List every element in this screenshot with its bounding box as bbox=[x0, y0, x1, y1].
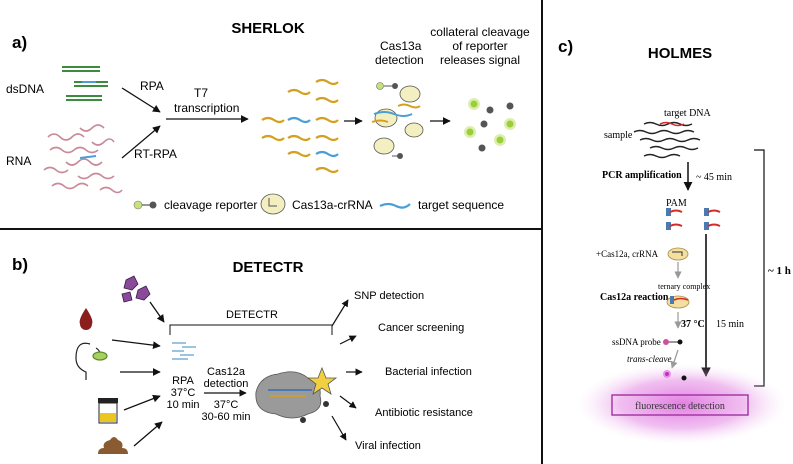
ternary-label: ternary complex bbox=[658, 282, 710, 291]
stool-icon bbox=[98, 437, 128, 454]
cas13a-complexes bbox=[371, 82, 424, 159]
collateral-label-3: releases signal bbox=[440, 53, 520, 67]
output-cancer: Cancer screening bbox=[378, 322, 464, 334]
cas12a-complex bbox=[255, 371, 322, 419]
rna-squiggles bbox=[43, 124, 123, 194]
fluorescence-glow bbox=[578, 364, 786, 444]
blood-drop-icon bbox=[79, 308, 93, 330]
cas13a-label-2: detection bbox=[375, 53, 424, 67]
cleaved-probe-icon bbox=[663, 370, 687, 381]
total-time-label: ~ 1 h bbox=[768, 265, 791, 277]
rna-label: RNA bbox=[6, 154, 31, 168]
pcr-label: PCR amplification bbox=[602, 170, 682, 181]
cas12a-b-4: 30-60 min bbox=[202, 411, 251, 423]
arrow-dsdna bbox=[121, 87, 161, 113]
fluorescence-box bbox=[611, 394, 749, 416]
panel-a-title: SHERLOK bbox=[231, 20, 305, 37]
transcribed-rna-pool bbox=[261, 78, 339, 174]
legend-target-icon bbox=[379, 202, 411, 209]
t7-label-1: T7 bbox=[194, 86, 208, 100]
pcr-time: ~ 45 min bbox=[696, 172, 732, 183]
quencher-dot-1 bbox=[323, 401, 329, 407]
temp-label: 37 °C bbox=[681, 319, 705, 330]
output-viral: Viral infection bbox=[355, 440, 421, 452]
sample-dna-strands bbox=[633, 121, 701, 159]
legend-crrna: Cas13a-crRNA bbox=[292, 198, 373, 212]
rpa-label: RPA bbox=[140, 79, 164, 93]
target-dna-label: target DNA bbox=[664, 108, 712, 119]
total-time-bracket bbox=[754, 149, 765, 387]
panel-b-title: DETECTR bbox=[233, 259, 304, 276]
quencher-dot-2 bbox=[300, 417, 306, 423]
legend-reporter-icon bbox=[133, 200, 157, 210]
cas12a-crrna-label: +Cas12a, crRNA bbox=[596, 249, 659, 259]
ternary-complex-icon bbox=[666, 295, 690, 309]
rpa-amplicons bbox=[172, 342, 196, 360]
sample-arrows bbox=[111, 301, 165, 447]
sample-label: sample bbox=[604, 130, 633, 141]
output-antibiotic: Antibiotic resistance bbox=[375, 407, 473, 419]
rpa-b-1: RPA bbox=[172, 375, 194, 387]
legend-reporter: cleavage reporter bbox=[164, 198, 257, 212]
panel-c-title: HOLMES bbox=[648, 45, 712, 62]
throat-swab-icon bbox=[75, 342, 108, 380]
cas12a-b-2: detection bbox=[204, 378, 249, 390]
rt-rpa-label: RT-RPA bbox=[134, 147, 177, 161]
cas12a-b-1: Cas12a bbox=[207, 366, 246, 378]
panel-c-label: c) bbox=[558, 37, 573, 56]
cas12a-reaction-label: Cas12a reaction bbox=[600, 292, 669, 303]
ssdna-label: ssDNA probe bbox=[612, 337, 661, 347]
panel-b-label: b) bbox=[12, 255, 28, 274]
detectr-bracket bbox=[169, 324, 333, 335]
released-signal bbox=[464, 98, 516, 152]
detectr-bracket-label: DETECTR bbox=[226, 309, 278, 321]
pam-amplicons bbox=[666, 208, 721, 230]
rpa-b-3: 10 min bbox=[166, 399, 199, 411]
urine-cup-icon bbox=[98, 398, 118, 424]
trans-label: trans-cleave bbox=[627, 354, 671, 364]
virus-cells-icon bbox=[121, 275, 151, 303]
arrow-rna bbox=[121, 125, 161, 159]
collateral-label-1: collateral cleavage bbox=[430, 25, 530, 39]
t7-label-2: transcription bbox=[174, 101, 239, 115]
rna-target-segment bbox=[79, 155, 97, 159]
dsdna-label: dsDNA bbox=[6, 82, 44, 96]
dsdna-strands bbox=[62, 66, 108, 101]
output-bacterial: Bacterial infection bbox=[385, 366, 472, 378]
panel-a-label: a) bbox=[12, 33, 27, 52]
time15-label: 15 min bbox=[716, 319, 744, 330]
legend-crrna-icon bbox=[260, 193, 286, 215]
cas13a-label-1: Cas13a bbox=[380, 39, 422, 53]
output-arrows bbox=[331, 299, 363, 441]
cas12a-b-3: 37°C bbox=[214, 399, 239, 411]
signal-star-icon bbox=[306, 366, 338, 395]
cas12a-crrna-icon bbox=[667, 247, 689, 261]
ssdna-probe-icon bbox=[663, 339, 683, 345]
fluorescence-label: fluorescence detection bbox=[635, 401, 725, 412]
collateral-label-2: of reporter bbox=[452, 39, 507, 53]
legend-target: target sequence bbox=[418, 198, 504, 212]
pam-label: PAM bbox=[666, 198, 687, 209]
output-snp: SNP detection bbox=[354, 290, 424, 302]
rpa-b-2: 37°C bbox=[171, 387, 196, 399]
